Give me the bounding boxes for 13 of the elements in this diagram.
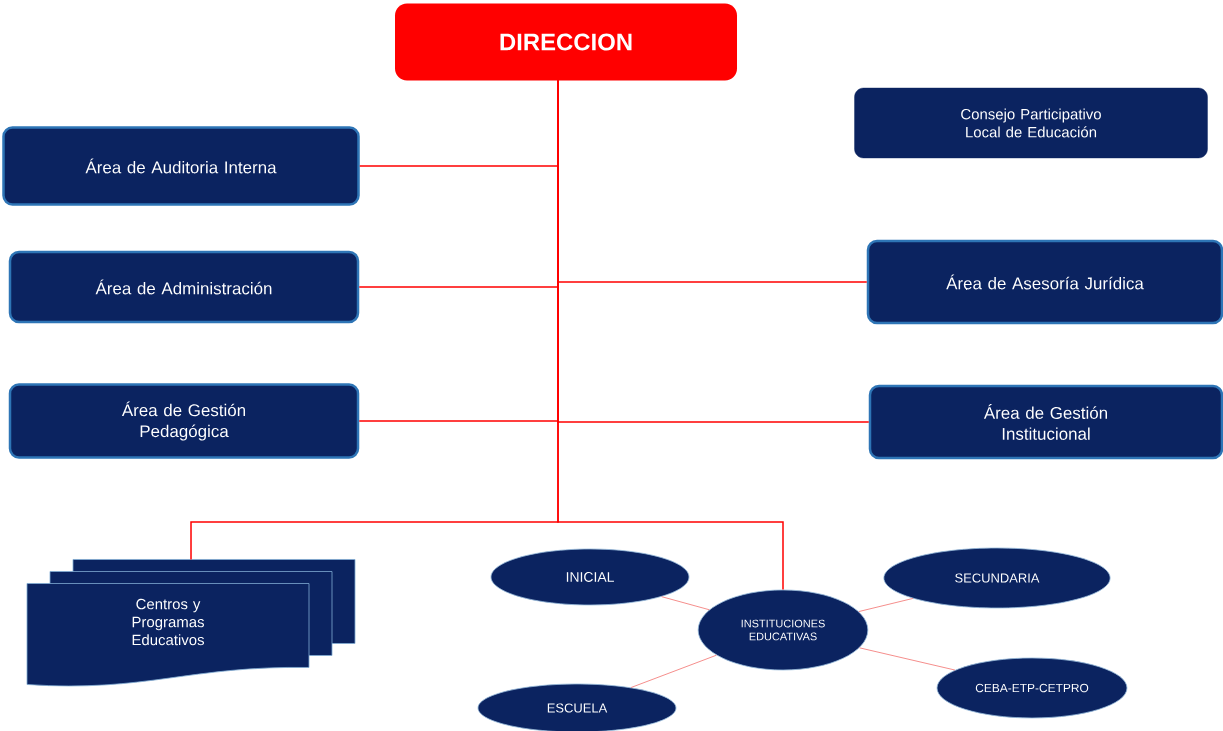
connector-line [557, 79, 784, 591]
connector-line [661, 596, 710, 611]
connector-line [858, 597, 914, 612]
area-box: Área de Asesoría Jurídica [866, 239, 1223, 325]
heading-box: DIRECCION [395, 3, 737, 81]
document-stack: Centros y Programas Educativos [26, 559, 356, 687]
connector-line [859, 647, 956, 671]
connector-line [630, 654, 717, 688]
area-box: Área de Auditoria Interna [2, 126, 360, 206]
area-box: Área de Gestión Institucional [868, 384, 1223, 460]
area-box: Área de Administración [8, 250, 360, 324]
area-box: Área de Gestión Pedagógica [8, 383, 360, 459]
council-box: Consejo Participativo Local de Educación [854, 87, 1208, 159]
